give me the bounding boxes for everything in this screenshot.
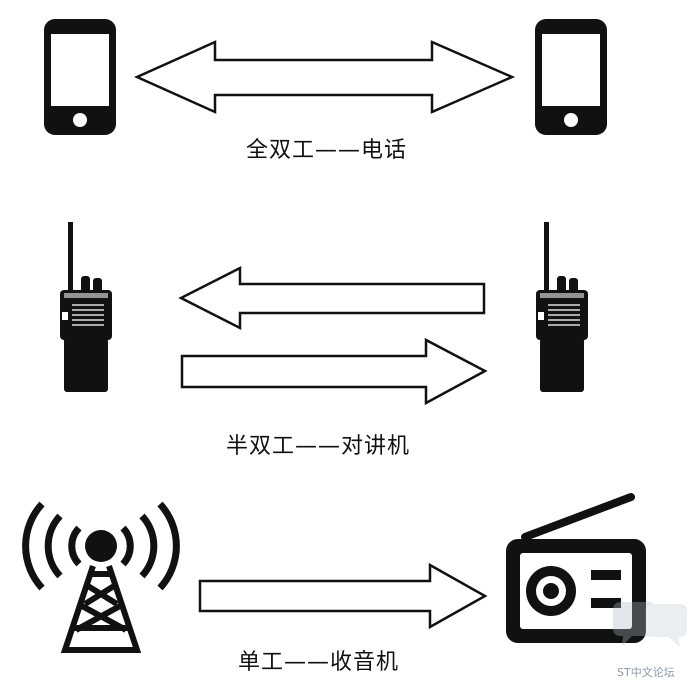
double-arrow-icon — [133, 40, 516, 114]
broadcast-tower-icon — [22, 501, 180, 653]
arrow-left-icon — [178, 265, 486, 331]
radio-icon — [506, 493, 646, 643]
caption-full-duplex: 全双工——电话 — [246, 138, 408, 163]
watermark-text: ST中文论坛 — [617, 666, 675, 679]
walkie-talkie-icon — [536, 222, 588, 392]
chat-bubble-icon — [613, 602, 687, 647]
arrow-right-icon — [180, 337, 488, 406]
caption-half-duplex: 半双工——对讲机 — [226, 434, 411, 459]
walkie-talkie-icon — [60, 222, 112, 392]
caption-simplex: 单工——收音机 — [238, 650, 400, 675]
smartphone-icon — [44, 19, 116, 135]
smartphone-icon — [535, 19, 607, 135]
arrow-right-icon — [198, 562, 488, 630]
